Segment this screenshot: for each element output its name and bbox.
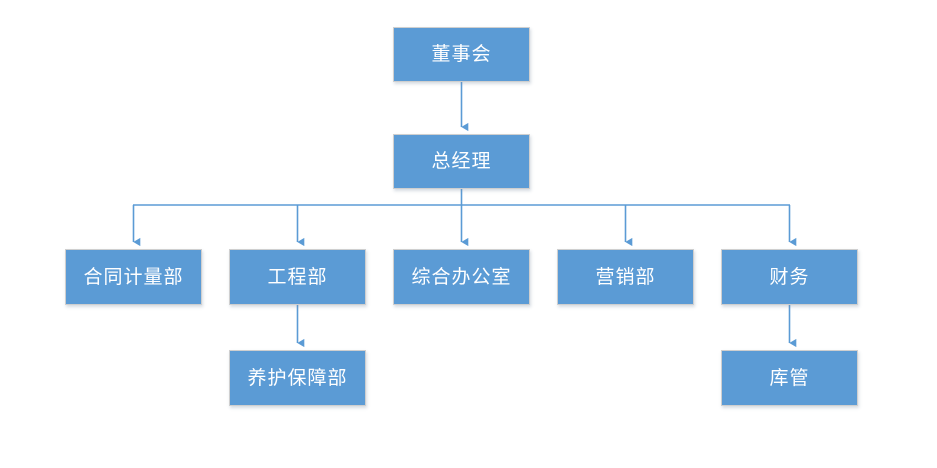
node-marketing-dept[interactable]: 营销部 [557,249,694,305]
node-board-label: 董事会 [431,43,492,65]
node-engineering-dept[interactable]: 工程部 [229,249,366,305]
node-contract-measurement-dept-label: 合同计量部 [83,265,184,288]
node-maintenance-support-dept[interactable]: 养护保障部 [229,350,366,406]
node-contract-measurement-dept[interactable]: 合同计量部 [65,249,202,305]
node-maintenance-support-dept-label: 养护保障部 [247,366,348,389]
node-finance[interactable]: 财务 [721,249,858,305]
node-general-manager[interactable]: 总经理 [393,134,530,189]
node-warehouse-management[interactable]: 库管 [721,350,858,406]
node-general-office[interactable]: 综合办公室 [393,249,530,305]
node-marketing-dept-label: 营销部 [595,265,656,288]
node-engineering-dept-label: 工程部 [267,265,328,288]
node-general-manager-label: 总经理 [431,150,492,172]
node-finance-label: 财务 [769,265,810,288]
node-general-office-label: 综合办公室 [411,265,512,288]
node-board[interactable]: 董事会 [393,27,530,82]
node-warehouse-management-label: 库管 [769,366,810,389]
